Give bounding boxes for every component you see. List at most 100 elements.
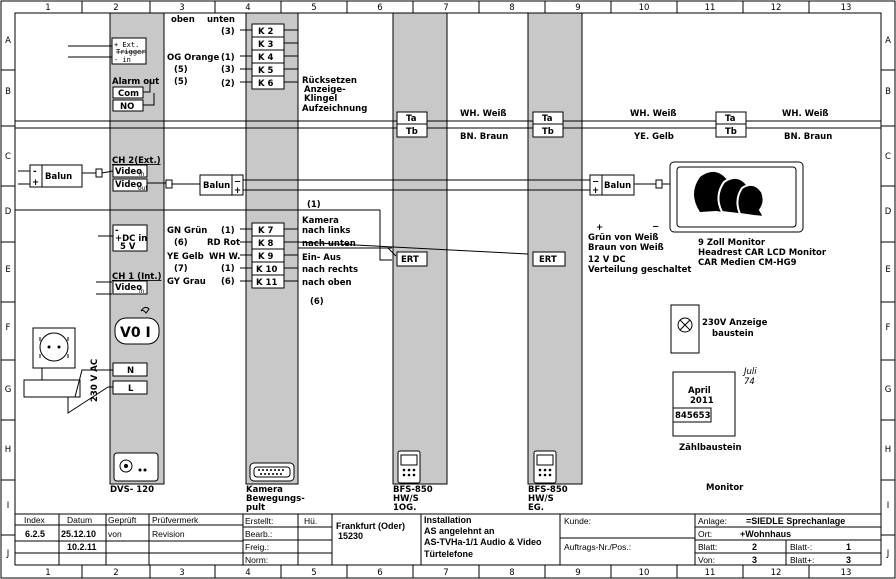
- ch1-label: CH 1 (Int.): [112, 272, 162, 282]
- ch1-block: CH 1 (Int.) Video in: [96, 272, 162, 295]
- ch1-video-label: Video: [115, 283, 142, 293]
- row-label: B: [5, 87, 11, 97]
- lcd-monitor: [669, 161, 804, 233]
- col-label: 4: [245, 3, 250, 13]
- no-label: NO: [120, 102, 134, 112]
- tb-index-h: Index: [24, 515, 46, 525]
- dc-minus: -: [115, 226, 119, 236]
- header-unten: unten: [207, 15, 235, 25]
- ta-2: Ta: [542, 114, 553, 124]
- kamera-commands: (1) Kamera nach links nach unten Ein- Au…: [302, 200, 358, 307]
- col-label: 2: [113, 568, 118, 578]
- ruecksetzen-line-4: Aufzeichnung: [302, 104, 367, 114]
- tb-erstellt-v: Hü.: [304, 516, 317, 526]
- label-k9: WH W.: [209, 252, 240, 262]
- row-labels: A B C D E F G H I J A B C D E F G H I J: [5, 36, 892, 559]
- anzeige-line-2: baustein: [712, 329, 754, 339]
- zaehl-year: 2011: [690, 396, 714, 406]
- tb-index-v: 6.2.5: [25, 529, 45, 539]
- video-in-label: Video: [115, 167, 142, 177]
- left-k8: (6): [174, 238, 188, 248]
- ert-1-label: ERT: [401, 255, 419, 265]
- dvs-device-icon: [113, 452, 159, 482]
- tb-datum-v2: 10.2.11: [67, 542, 97, 552]
- monitor-line-1: 9 Zoll Monitor: [698, 238, 766, 248]
- left-k11: GY Grau: [167, 277, 206, 287]
- balun-mid-minus: −: [234, 177, 241, 187]
- tb-city: Frankfurt (Oder): [336, 521, 405, 531]
- terminal-block-upper: K 2 K 3 K 4 K 5 K 6: [240, 23, 298, 90]
- lamp-icon: [677, 317, 693, 333]
- bus-ta-tb-3: Ta Tb: [715, 111, 747, 138]
- com-label: Com: [118, 89, 139, 99]
- row-label: A: [885, 36, 891, 46]
- tb-ort: Ort:: [698, 529, 712, 539]
- tb-1: Tb: [406, 127, 418, 137]
- tb-bearb: Bearb.:: [245, 529, 272, 539]
- anzeige-baustein: 230V Anzeige baustein: [670, 304, 768, 354]
- zaehl-hand-1: Juli: [742, 367, 757, 377]
- tb-norm: Norm:: [245, 555, 268, 565]
- tb-von2-v: 3: [752, 555, 757, 565]
- dvs-name: DVS- 120: [110, 485, 154, 495]
- tb-blatt-v: 2: [752, 542, 757, 552]
- balun-right-plus: +: [592, 186, 599, 196]
- power-braun: Braun von Weiß: [588, 243, 664, 253]
- terminal-k8: K 8: [258, 239, 274, 249]
- tb-3: Tb: [725, 127, 737, 137]
- vo-label: V0 I: [120, 325, 151, 341]
- ch2-block: CH 2(Ext.) Video in Video out: [112, 156, 161, 192]
- ext-trigger-block: + Ext. Trigger - in: [68, 37, 147, 65]
- terminal-k9: K 9: [258, 252, 274, 262]
- power-switch: V0 I: [114, 306, 160, 345]
- zaehl-num: 845653: [675, 411, 711, 421]
- pult-line-1: Kamera: [246, 485, 283, 495]
- row-label: F: [886, 323, 891, 333]
- power-plus: +: [596, 223, 603, 233]
- tb-anlage-v: =SIEDLE Sprechanlage: [746, 516, 845, 526]
- zaehl-hand-2: 74: [744, 377, 755, 387]
- title-block: Index Datum Geprüft Prüfvermerk 6.2.5 25…: [15, 513, 881, 565]
- tb-von: von: [108, 529, 122, 539]
- tb-install-1: Installation: [424, 515, 472, 525]
- power-gruen: Grün von Weiß: [588, 233, 659, 243]
- pin-k11: (6): [221, 277, 235, 287]
- kamera-pult-icon: [249, 462, 295, 482]
- hand-icon: [140, 306, 150, 314]
- ruecksetzen-line-1: Rücksetzen: [302, 76, 357, 86]
- socket-icon: [39, 332, 69, 362]
- tb-install-2: AS angelehnt an: [424, 526, 495, 536]
- tb-geprueft-h: Geprüft: [108, 515, 137, 525]
- row-label: D: [5, 207, 12, 217]
- ert-2: ERT: [532, 251, 566, 267]
- col-label: 1: [45, 568, 50, 578]
- alarm-out-block: Alarm out Com NO: [112, 77, 159, 112]
- cmd-oben: nach oben: [302, 278, 352, 288]
- bus-ta-tb-2: Ta Tb: [532, 111, 564, 138]
- col-label: 11: [705, 568, 716, 578]
- cmd-kamera: Kamera: [302, 216, 339, 226]
- terminal-k7: K 7: [258, 226, 274, 236]
- ruecksetzen-line-2: Anzeige-: [304, 85, 346, 95]
- row-label: C: [885, 152, 891, 162]
- cmd-bottom: (6): [310, 297, 324, 307]
- balun-left-minus: -: [33, 167, 37, 177]
- cmd-einaus: Ein- Aus: [302, 253, 341, 263]
- tb-blattm: Blatt-:: [790, 542, 812, 552]
- tb-install-3: AS-TVHa-1/1 Audio & Video: [424, 537, 542, 547]
- col-label: 10: [639, 568, 650, 578]
- balun-left-label: Balun: [45, 172, 72, 182]
- tb-ort-v: +Wohnhaus: [740, 529, 791, 539]
- dc-plus: +DC in: [115, 234, 147, 244]
- ch1-video-sub: in: [139, 288, 145, 295]
- bfs2-line-3: EG.: [528, 503, 544, 513]
- row-label: G: [5, 385, 12, 395]
- pin-k10: (1): [221, 264, 235, 274]
- label-k8: RD Rot: [207, 238, 240, 248]
- tb-erstellt: Erstellt:: [245, 516, 273, 526]
- bfs-1og-icon: [397, 450, 421, 484]
- bfs-eg-column: [527, 12, 583, 485]
- video-out-sub: out: [138, 185, 148, 192]
- pult-line-2: Bewegungs-: [246, 494, 305, 504]
